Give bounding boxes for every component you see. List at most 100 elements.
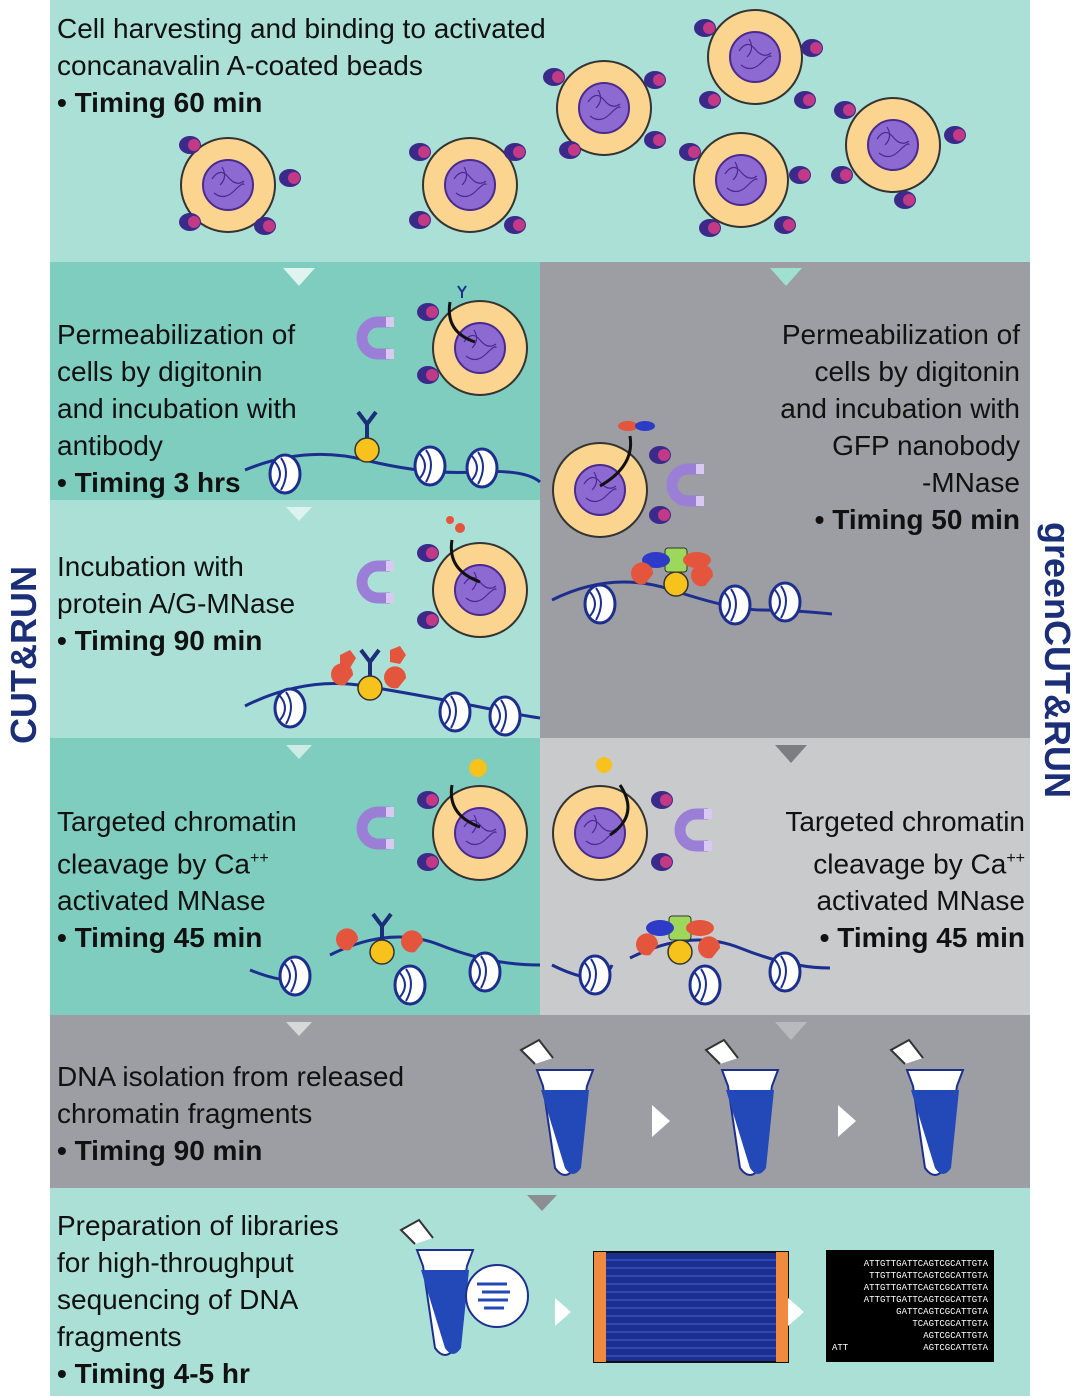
step-line: cells by digitonin xyxy=(57,356,263,387)
arrow-curve-icon xyxy=(609,784,630,837)
superscript: ++ xyxy=(250,850,269,867)
magnet-icon xyxy=(362,561,394,603)
step-line: Targeted chromatin xyxy=(785,806,1025,837)
step-line: concanavalin A-coated beads xyxy=(57,50,423,81)
nucleosome-icon xyxy=(768,951,802,993)
step-cr-permeabilization: Permeabilization of cells by digitonin a… xyxy=(57,316,347,501)
magnet-icon xyxy=(672,464,704,506)
cutandrun-label: CUT&RUN xyxy=(3,566,44,744)
step-line: protein A/G-MNase xyxy=(57,588,296,619)
cell-icon xyxy=(417,785,528,881)
magnet-icon xyxy=(362,317,394,359)
arrow-down-icon xyxy=(775,1022,807,1040)
nucleosome-icon xyxy=(413,445,447,487)
sequence-line: AGTCGCATTGTA xyxy=(923,1331,988,1341)
step-library-prep: Preparation of libraries for high-throug… xyxy=(57,1207,387,1392)
sequence-line: ATTGTTGATTCAGTCGCATTGTA xyxy=(863,1283,988,1293)
step-line: sequencing of DNA xyxy=(57,1284,299,1315)
sequence-line: ATTGTTGATTCAGTCGCATTGTA xyxy=(863,1295,988,1305)
step-cell-harvesting: Cell harvesting and binding to activated… xyxy=(57,10,617,121)
step-timing: • Timing 90 min xyxy=(57,625,263,656)
mnase-icon xyxy=(636,933,659,956)
dna-strand xyxy=(244,452,541,484)
superscript: ++ xyxy=(1006,850,1025,867)
antibody-icon xyxy=(359,648,381,676)
arrow-right-icon xyxy=(652,1105,670,1137)
sequence-line: TCAGTCGCATTGTA xyxy=(912,1319,988,1329)
tube-icon xyxy=(520,1039,594,1176)
mnase-icon xyxy=(698,936,721,959)
sequence-line: GATTCAGTCGCATTGTA xyxy=(896,1307,988,1317)
magnet-icon xyxy=(680,809,712,851)
nucleosome-icon xyxy=(438,691,472,733)
antibody-icon xyxy=(356,410,378,438)
sequence-line: TTGTTGATTCAGTCGCATTGTA xyxy=(869,1271,988,1281)
arrow-right-icon xyxy=(555,1298,571,1326)
step-line: activated MNase xyxy=(57,885,266,917)
nucleosome-icon xyxy=(393,964,427,1006)
step-timing: • Timing 90 min xyxy=(57,1135,263,1166)
step-timing: • Timing 4-5 hr xyxy=(57,1358,250,1389)
arrow-curve-icon xyxy=(599,435,633,488)
step-line: Targeted chromatin xyxy=(57,806,297,837)
step-line: Incubation with xyxy=(57,551,244,582)
cell-icon xyxy=(179,136,301,235)
tube-icon xyxy=(890,1039,964,1176)
nucleosome-icon xyxy=(718,584,752,626)
step-line: Permeabilization of xyxy=(781,319,1020,350)
sequence-line-right: AGTCGCATTGTA xyxy=(923,1343,988,1353)
step-line: cells by digitonin xyxy=(814,356,1020,387)
nucleosome-icon xyxy=(488,695,522,737)
step-cr-cleavage: Targeted chromatin cleavage by Ca++ acti… xyxy=(57,803,347,956)
tube-icon xyxy=(400,1219,474,1356)
target-protein xyxy=(357,675,383,701)
arrow-right-icon xyxy=(838,1105,856,1137)
flowcell-icon xyxy=(593,1251,789,1363)
cell-icon xyxy=(831,97,966,209)
step-line: antibody xyxy=(57,430,163,461)
arrow-down-icon xyxy=(775,745,807,763)
arrow-curve-icon xyxy=(447,301,476,344)
tube-icon xyxy=(705,1039,779,1176)
step-timing: • Timing 45 min xyxy=(57,922,263,954)
cell-icon xyxy=(409,137,526,234)
sequence-line-left: ATT xyxy=(832,1343,849,1353)
mnase-icon xyxy=(691,564,714,587)
target-protein xyxy=(354,437,380,463)
fragments-icon xyxy=(465,1264,529,1328)
step-line: GFP nanobody xyxy=(832,430,1020,461)
step-line: DNA isolation from released xyxy=(57,1061,405,1092)
step-gcr-permeabilization: Permeabilization of cells by digitonin a… xyxy=(720,316,1020,538)
antibody-icon xyxy=(457,285,467,298)
step-dna-isolation: DNA isolation from released chromatin fr… xyxy=(57,1058,477,1169)
arrow-down-icon xyxy=(283,268,315,286)
mnase-icon xyxy=(401,930,424,953)
arrow-curve-icon xyxy=(449,539,481,584)
mnase-icon xyxy=(384,666,407,689)
step-line: chromatin fragments xyxy=(57,1098,313,1129)
arrow-curve-icon xyxy=(449,784,481,829)
nucleosome-icon xyxy=(768,581,802,623)
nucleosome-icon xyxy=(578,954,612,996)
target-protein xyxy=(667,939,693,965)
arrow-down-icon xyxy=(286,1022,312,1036)
step-timing: • Timing 45 min xyxy=(819,922,1025,954)
step-line: fragments xyxy=(57,1321,182,1352)
step-timing: • Timing 50 min xyxy=(814,504,1020,535)
step-timing: • Timing 3 hrs xyxy=(57,467,241,498)
target-protein xyxy=(663,571,689,597)
step-line: Preparation of libraries xyxy=(57,1210,339,1241)
cell-icon xyxy=(679,132,811,237)
nucleosome-icon xyxy=(278,955,312,997)
step-line: for high-throughput xyxy=(57,1247,294,1278)
sequence-readout: ATTGTTGATTCAGTCGCATTGTA TTGTTGATTCAGTCGC… xyxy=(826,1250,994,1362)
nucleosome-icon xyxy=(688,964,722,1006)
step-line: cleavage by Ca xyxy=(813,848,1007,880)
sequence-line: ATTGTTGATTCAGTCGCATTGTA xyxy=(863,1259,988,1269)
cell-icon xyxy=(417,300,528,396)
target-protein xyxy=(369,939,395,965)
step-line: Cell harvesting and binding to activated xyxy=(57,13,546,44)
step-line: and incubation with xyxy=(780,393,1020,424)
arrow-down-icon xyxy=(286,507,312,521)
step-timing: • Timing 60 min xyxy=(57,87,263,118)
